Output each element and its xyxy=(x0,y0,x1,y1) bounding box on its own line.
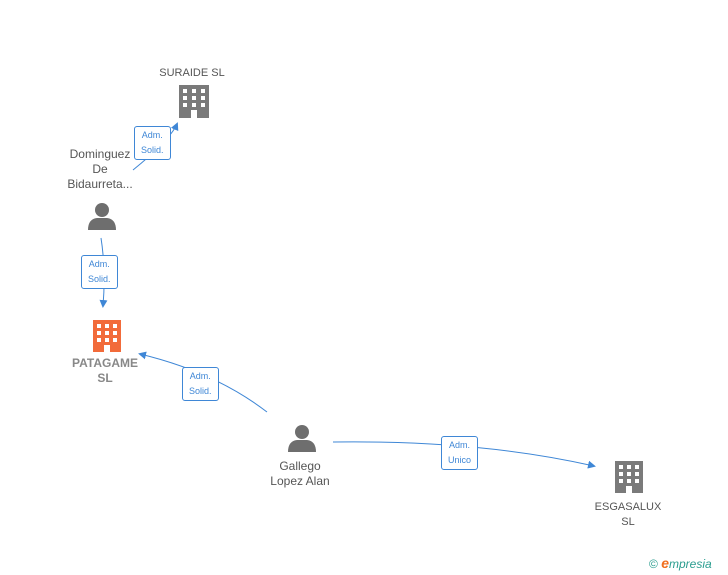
label-line: Dominguez xyxy=(69,147,131,161)
node-label-patagame[interactable]: PATAGAME SL xyxy=(55,356,155,386)
edge-label-line: Solid. xyxy=(189,386,212,396)
edge-label-line: Adm. xyxy=(449,440,471,450)
edge-label-line: Solid. xyxy=(88,274,111,284)
brand-text: mpresia xyxy=(668,557,712,571)
edge-label-gallego-patagame[interactable]: Adm. Solid. xyxy=(182,367,219,401)
person-icon[interactable] xyxy=(288,425,316,452)
person-icon[interactable] xyxy=(88,203,116,230)
label-line: SL xyxy=(97,371,113,385)
label-line: Gallego xyxy=(279,459,321,473)
label-line: SURAIDE SL xyxy=(159,67,225,79)
building-icon[interactable] xyxy=(179,85,209,118)
node-label-suraide[interactable]: SURAIDE SL xyxy=(142,65,242,81)
brand-logo: © empresia xyxy=(649,555,712,571)
edge-label-line: Adm. xyxy=(189,371,211,381)
edge-label-line: Unico xyxy=(448,455,472,465)
label-line: SL xyxy=(621,516,635,528)
label-line: ESGASALUX xyxy=(594,501,662,513)
node-label-esgasalux[interactable]: ESGASALUX SL xyxy=(578,500,678,530)
building-main-icon[interactable] xyxy=(93,320,121,352)
edge-label-dominguez-patagame[interactable]: Adm. Solid. xyxy=(81,255,118,289)
label-line: Lopez Alan xyxy=(270,474,330,488)
edge-label-line: Solid. xyxy=(141,145,164,155)
node-label-gallego[interactable]: Gallego Lopez Alan xyxy=(250,459,350,489)
label-line: Bidaurreta... xyxy=(67,177,133,191)
edge-label-line: Adm. xyxy=(141,130,163,140)
building-icon[interactable] xyxy=(615,461,643,493)
node-label-dominguez[interactable]: Dominguez De Bidaurreta... xyxy=(50,147,150,192)
edge-label-line: Adm. xyxy=(88,259,110,269)
edge-label-dominguez-suraide[interactable]: Adm. Solid. xyxy=(134,126,171,160)
copyright-icon: © xyxy=(649,557,658,571)
label-line: De xyxy=(92,162,108,176)
label-line: PATAGAME xyxy=(72,356,138,370)
brand-initial: e xyxy=(661,555,669,571)
edge-label-gallego-esgasalux[interactable]: Adm. Unico xyxy=(441,436,479,470)
